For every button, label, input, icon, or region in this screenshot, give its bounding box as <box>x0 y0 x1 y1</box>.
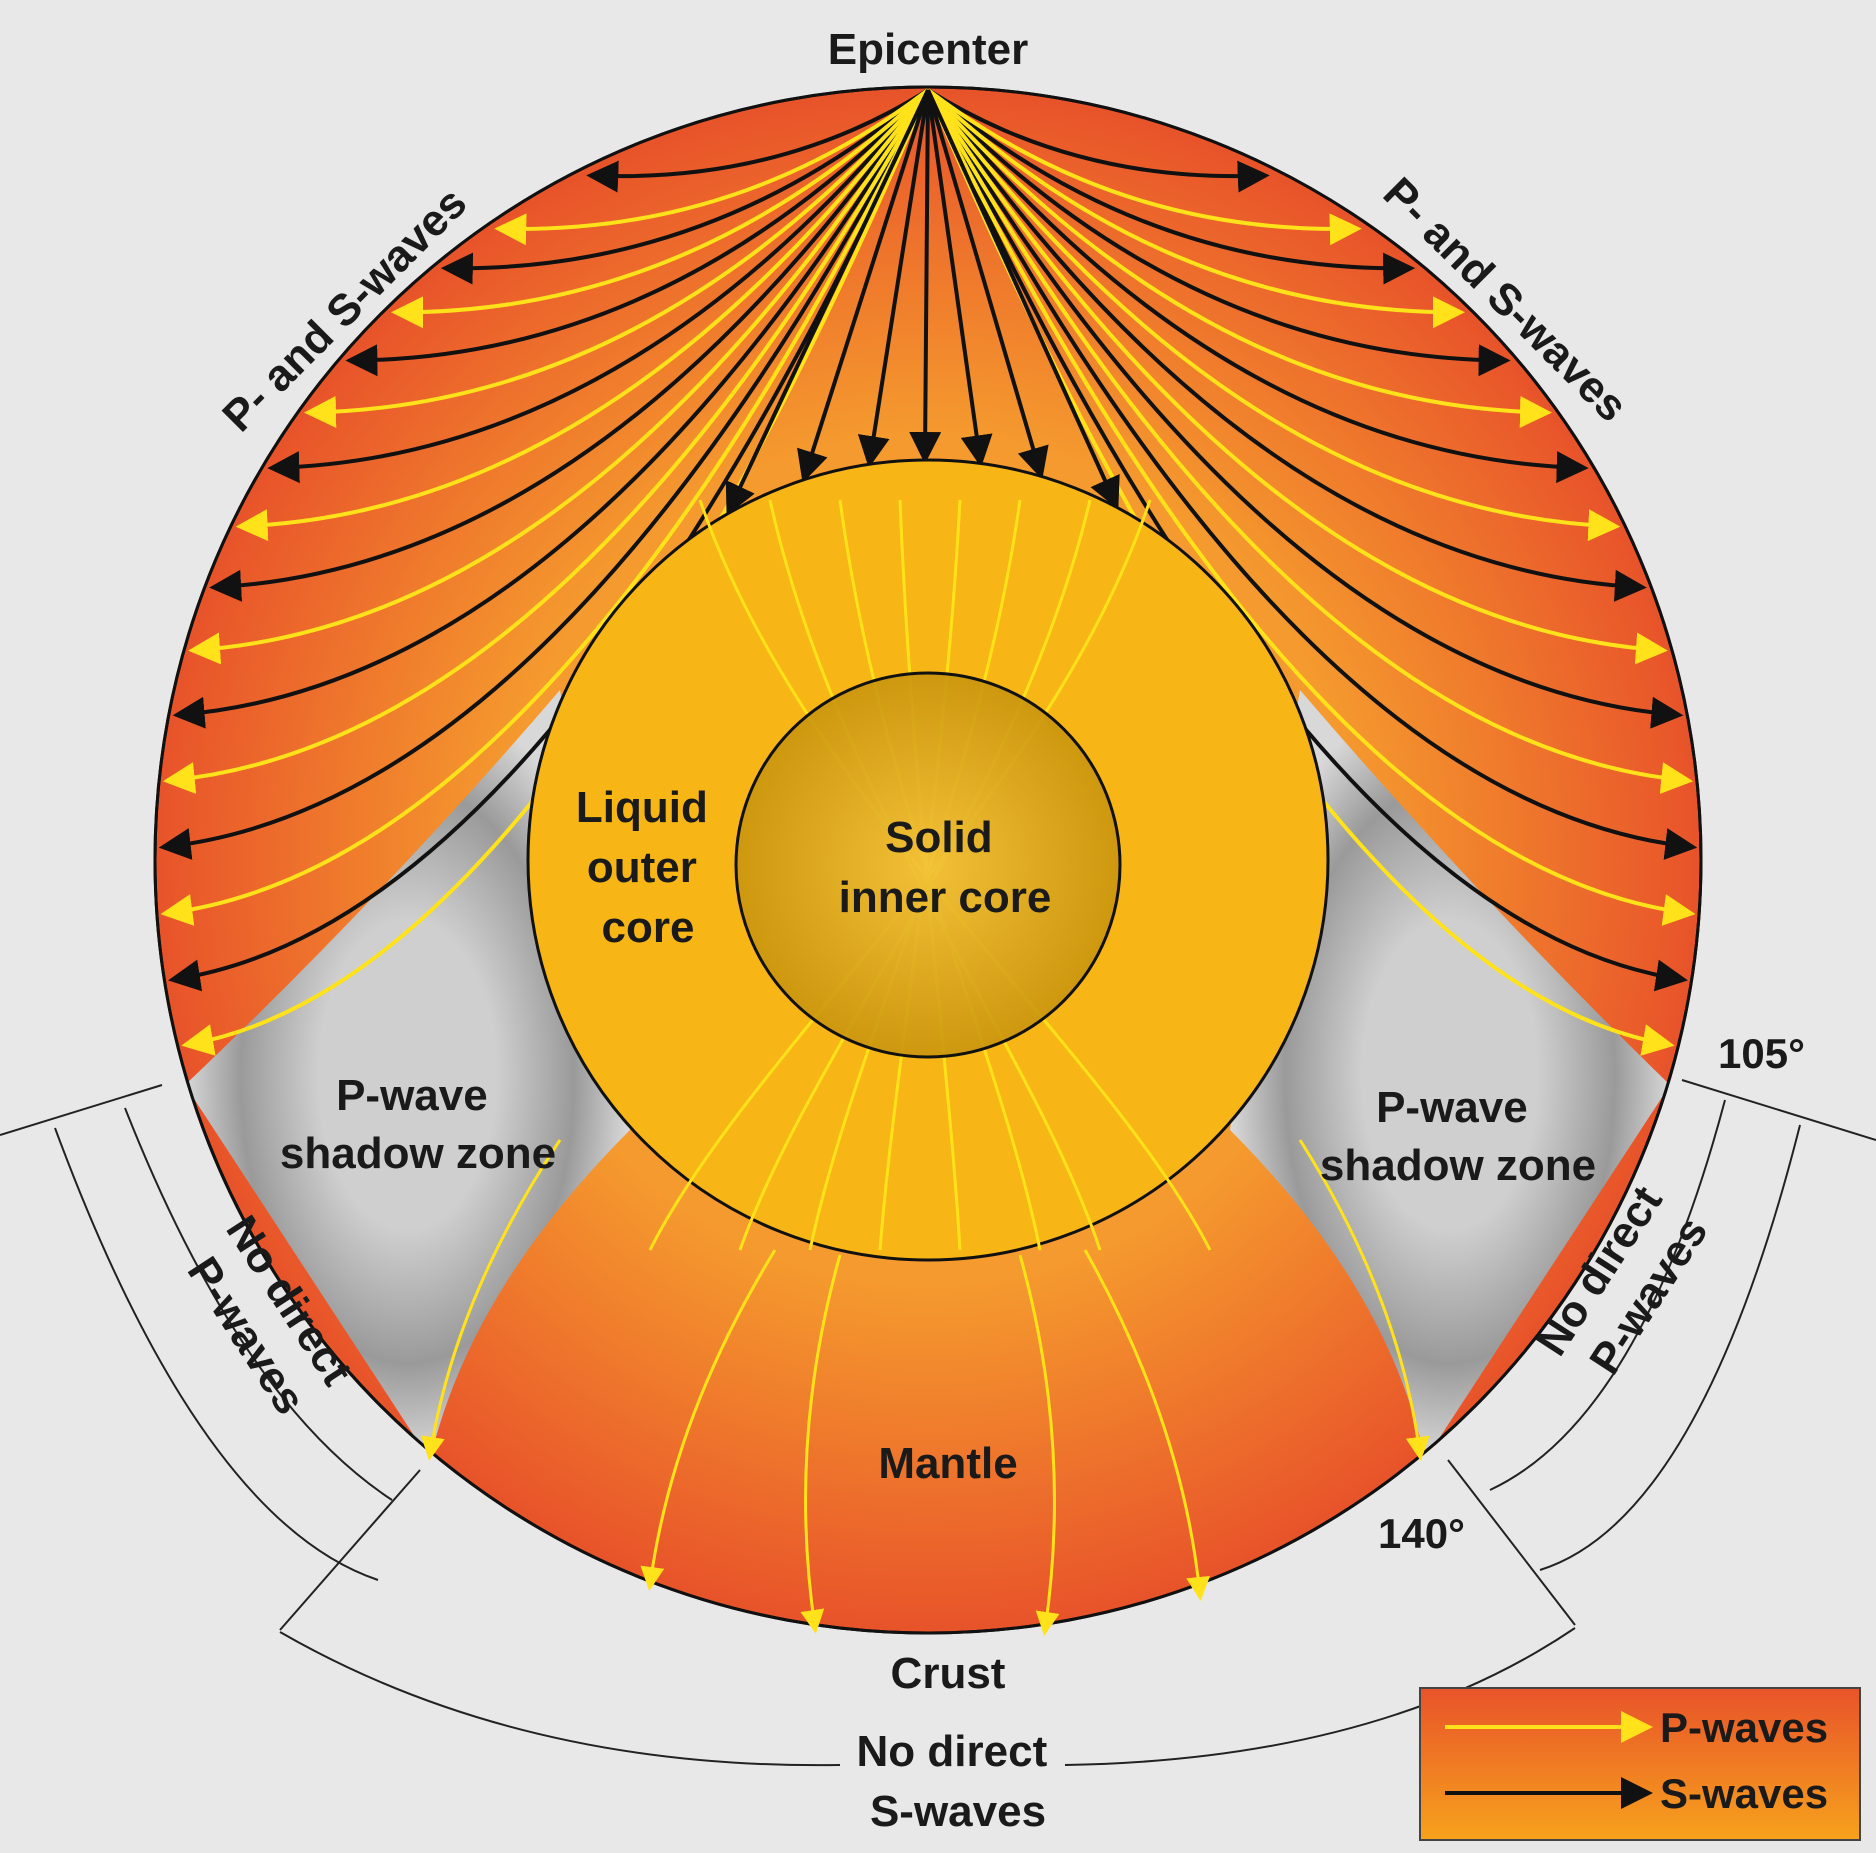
p-wave-ray <box>926 88 1362 246</box>
s-wave-ray <box>857 89 930 469</box>
p-wave-ray <box>494 88 930 246</box>
p-wave-core-path <box>640 1249 777 1591</box>
legend-p-waves-label: P-waves <box>1660 1704 1828 1751</box>
wave-rays <box>158 88 1698 1636</box>
p-wave-ray <box>926 88 1621 542</box>
p-wave-core-path <box>1018 1254 1060 1636</box>
s-wave-ray <box>158 89 930 860</box>
angle-140-label: 140° <box>1378 1510 1465 1557</box>
p-wave-core-path <box>1298 1139 1430 1461</box>
legend: P-waves S-waves <box>1419 1687 1861 1841</box>
p-wave-ray <box>926 88 1668 665</box>
s-wave-ray <box>926 89 993 468</box>
s-wave-ray <box>926 89 1049 480</box>
solid-inner-core <box>734 671 1122 1059</box>
crust-label: Crust <box>891 1649 1006 1698</box>
p-wave-ray <box>926 88 1465 329</box>
s-wave-ray <box>440 88 930 285</box>
p-wave-ray <box>926 88 1552 428</box>
s-wave-ray <box>586 88 930 193</box>
p-wave-ray <box>162 89 930 794</box>
p-wave-core-path <box>1083 1249 1211 1601</box>
s-wave-ray <box>345 88 930 377</box>
shadow-zone-left-label: P-wave shadow zone <box>280 1071 556 1178</box>
s-wave-ray <box>926 88 1684 729</box>
s-wave-ray <box>926 88 1270 193</box>
s-wave-ray <box>926 88 1647 602</box>
degree-markers <box>0 1079 1876 1767</box>
no-direct-s-waves-label: No direct S-waves <box>857 1727 1060 1836</box>
shadow-zone-right <box>1230 690 1670 1460</box>
s-wave-ray <box>172 88 930 729</box>
s-wave-ray <box>926 89 1698 860</box>
mantle-label: Mantle <box>878 1439 1017 1488</box>
p-wave-ray <box>926 89 1696 926</box>
s-wave-ray <box>725 89 930 516</box>
p-wave-ray <box>235 88 930 542</box>
s-wave-ray <box>909 89 942 465</box>
p-wave-core-path <box>420 1139 562 1461</box>
p-wave-ray <box>926 89 1694 794</box>
p-wave-ray <box>160 89 930 926</box>
inner-core-label: Solid inner core <box>839 813 1052 922</box>
s-wave-ray <box>797 89 930 484</box>
p-wave-ray <box>391 88 930 329</box>
epicenter-label: Epicenter <box>828 25 1029 74</box>
outer-core-label: Liquid outer core <box>576 783 720 952</box>
s-wave-ray <box>926 88 1589 484</box>
angle-105-label: 105° <box>1718 1030 1805 1077</box>
p-wave-ray <box>188 88 930 665</box>
shadow-zone-right-label: P-wave shadow zone <box>1320 1083 1596 1190</box>
s-wave-ray <box>209 88 930 602</box>
shadow-zone-left <box>185 690 630 1460</box>
s-wave-ray <box>926 88 1416 285</box>
s-wave-ray <box>267 88 930 484</box>
s-wave-ray <box>926 89 1120 510</box>
p-wave-core-path <box>800 1254 842 1634</box>
s-wave-ray <box>926 88 1511 377</box>
legend-s-waves-label: S-waves <box>1660 1770 1828 1817</box>
p-wave-ray <box>304 88 930 428</box>
